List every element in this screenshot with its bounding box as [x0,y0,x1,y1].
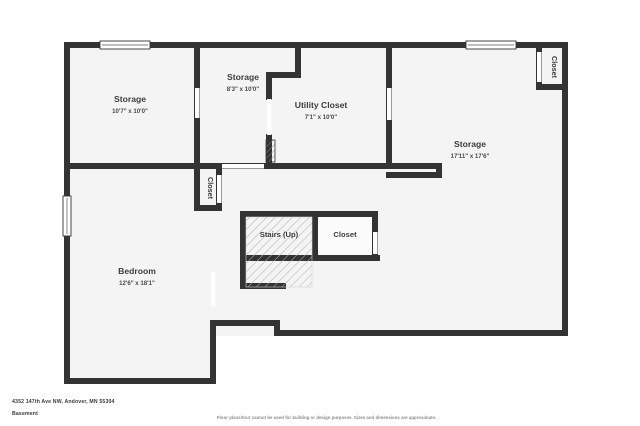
room-dim-utility-closet: 7'1" x 10'0" [305,114,338,121]
room-dim-storage-right: 17'11" x 17'6" [451,153,490,160]
stairs-hatch-area [245,216,313,288]
closet-center-fill [318,217,372,255]
room-dim-bedroom: 12'6" x 18'1" [119,280,155,287]
room-dim-storage-left: 10'7" x 10'0" [112,108,148,115]
windows [62,40,517,237]
water-heater-hatch [265,139,276,163]
footer-address: 4352 147th Ave NW, Andover, MN 55304 [12,399,115,405]
door-openings [195,52,542,306]
room-label-bedroom: Bedroom [118,266,156,276]
room-label-storage-left: Storage [114,94,146,104]
room-label-utility-closet: Utility Closet [295,100,348,110]
room-label-closet-topright: Closet [550,56,559,79]
room-label-stairs: Stairs (Up) [260,230,299,239]
footer-disclaimer: Floor plans/tour cannot be used for buil… [217,415,437,420]
room-dim-storage-middle: 8'3" x 10'0" [227,86,260,93]
footer-level-label: Basement [12,411,38,417]
room-label-storage-middle: Storage [227,72,259,82]
room-label-storage-right: Storage [454,139,486,149]
room-labels: Storage 10'7" x 10'0" Storage 8'3" x 10'… [112,56,559,287]
room-label-closet-center: Closet [333,230,357,239]
room-label-closet-hall-text: Closet [206,177,215,200]
